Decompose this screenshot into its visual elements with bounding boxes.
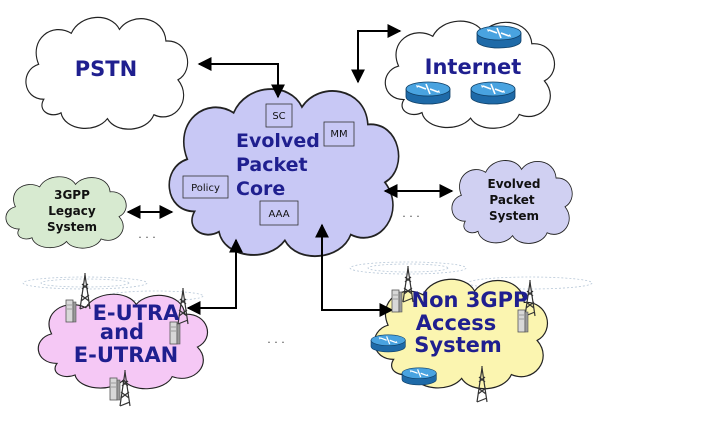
internet-label: Internet	[425, 55, 522, 79]
link-core-eutra	[186, 238, 243, 315]
link-pstn-core	[197, 57, 285, 99]
ellipsis-bottom: . . .	[267, 333, 284, 346]
eps-label-line2: Packet	[489, 193, 534, 207]
base-station-icon	[169, 321, 181, 345]
policy-label: Policy	[191, 183, 220, 194]
core-label-line1: Evolved	[236, 130, 320, 152]
link-internet-core	[351, 24, 402, 84]
router-icon	[401, 367, 437, 386]
core-function-sc: SC	[265, 103, 293, 128]
eps-label-line3: System	[489, 209, 539, 223]
eutra-label-line1: E-UTRA	[93, 301, 181, 325]
ellipsis-left: . . .	[138, 228, 155, 241]
core-label-line2: Packet	[236, 154, 308, 176]
sc-label: SC	[272, 111, 285, 122]
base-station-icon	[517, 309, 529, 333]
router-icon	[370, 334, 406, 353]
legacy-label-line2: Legacy	[48, 204, 96, 218]
link-core-non3gpp	[315, 223, 394, 317]
non3gpp-label-line3: System	[414, 333, 501, 357]
router-icon	[476, 25, 522, 49]
eps-label-line1: Evolved	[488, 177, 541, 191]
core-function-aaa: AAA	[259, 200, 299, 226]
aaa-label: AAA	[268, 209, 289, 220]
pstn-label: PSTN	[75, 57, 137, 81]
connection-links	[126, 24, 454, 317]
core-function-policy: Policy	[182, 175, 229, 199]
ellipsis-right: . . .	[402, 207, 419, 220]
eutra-label-line2: and	[100, 320, 144, 344]
base-station-icon	[65, 299, 77, 323]
base-station-icon	[391, 289, 403, 313]
mm-label: MM	[330, 129, 347, 140]
non3gpp-label-line2: Access	[416, 311, 496, 335]
legacy-label-line3: System	[47, 220, 97, 234]
base-station-icon	[109, 377, 121, 401]
router-icon	[470, 81, 516, 105]
core-function-mm: MM	[323, 121, 355, 147]
legacy-label-line1: 3GPP	[54, 188, 90, 202]
router-icon	[405, 81, 451, 105]
non3gpp-label-line1: Non 3GPP	[412, 288, 529, 312]
eutra-label-line3: E-UTRAN	[74, 343, 178, 367]
core-label-line3: Core	[236, 178, 285, 200]
